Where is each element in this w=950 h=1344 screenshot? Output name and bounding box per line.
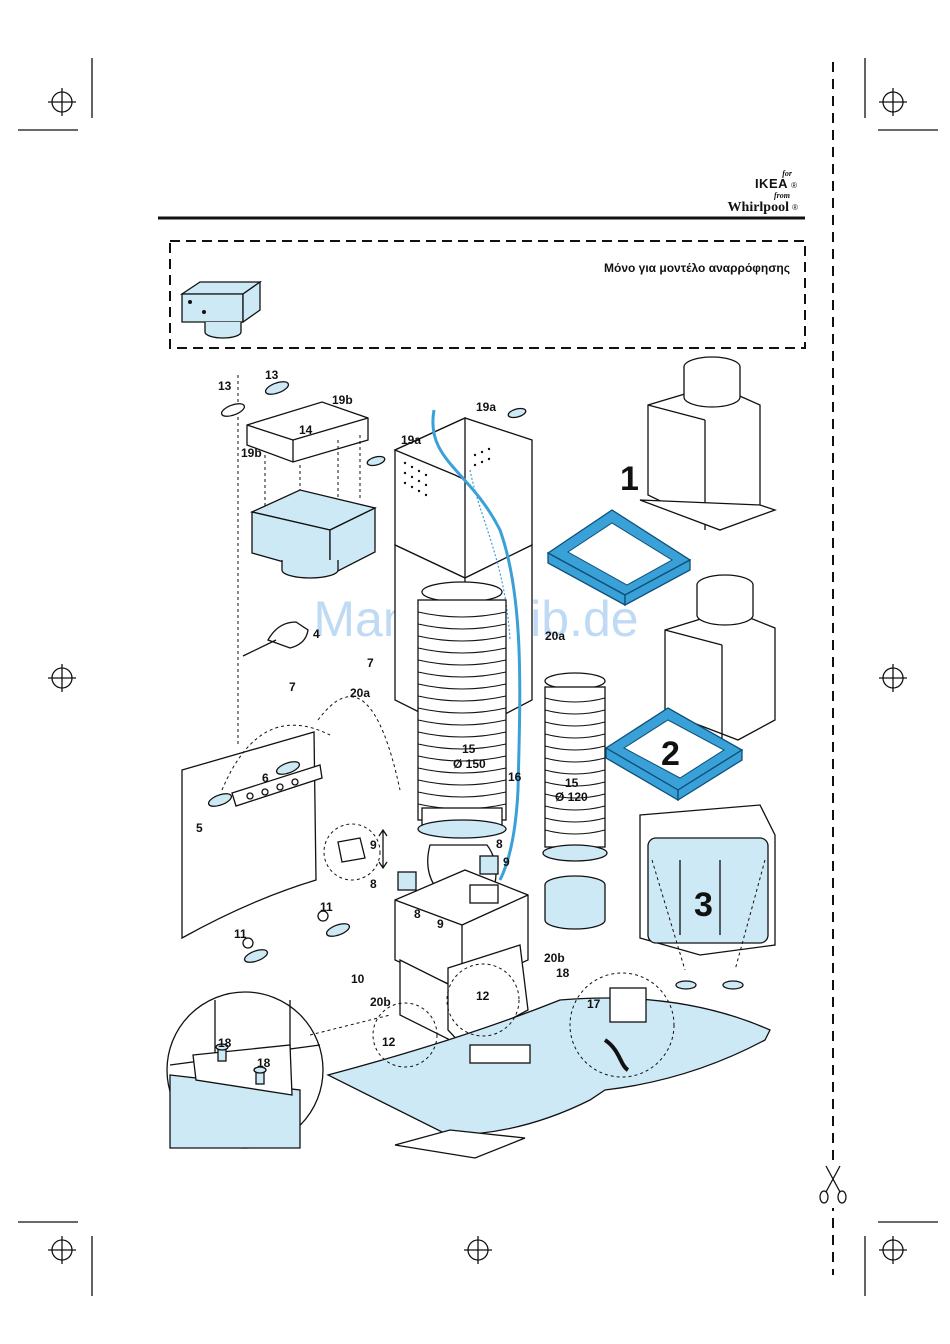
part-label-20a: 20a (545, 629, 565, 643)
crosshair-icon (879, 1236, 907, 1264)
part-label-16: 16 (508, 770, 522, 784)
notice-text: Μόνο για μοντέλο αναρρόφησης (604, 261, 790, 275)
part-label-1: 1 (620, 460, 639, 498)
part-label-4: 4 (313, 627, 320, 641)
brand-logo: for IKEA ® from Whirlpool ® (728, 169, 799, 215)
detail-bracket-9 (324, 824, 387, 880)
part-label-19a: 19a (401, 433, 421, 447)
brand-from: from (774, 191, 790, 200)
brand-ikea: IKEA (755, 176, 788, 191)
part-label-12: 12 (476, 989, 490, 1003)
adapter-box-icon (182, 282, 260, 338)
part-label-17: 17 (587, 997, 601, 1011)
flexible-duct-150 (418, 582, 506, 838)
svg-text:®: ® (791, 181, 797, 190)
part-label-8: 8 (370, 877, 377, 891)
hand-drill-icon (243, 622, 308, 656)
part-label-12: 12 (382, 1035, 396, 1049)
wall-plug-icon (220, 401, 246, 419)
duct-adapter (545, 876, 605, 929)
brand-whirlpool: Whirlpool (728, 200, 790, 215)
screw-icon (366, 455, 385, 467)
hood-motor-body (395, 845, 528, 1045)
part-label-18: 18 (257, 1056, 271, 1070)
crosshair-icon (879, 88, 907, 116)
part-label-15-diameter: Ø 150 (453, 757, 486, 771)
part-label-2: 2 (661, 735, 680, 773)
part-label-15-diameter: Ø 120 (555, 790, 588, 804)
wall-panel (182, 697, 400, 965)
part-label-15: 15 (565, 776, 579, 790)
part-label-20a: 20a (350, 686, 370, 700)
part-label-19b: 19b (332, 393, 353, 407)
part-label-7: 7 (367, 656, 374, 670)
part-label-5: 5 (196, 821, 203, 835)
part-label-7: 7 (289, 680, 296, 694)
screw-icon (507, 407, 526, 419)
scissors-icon (820, 1160, 846, 1208)
crosshair-icon (879, 664, 907, 692)
part-label-18: 18 (556, 966, 570, 980)
part-label-8: 8 (496, 837, 503, 851)
screw-icon (676, 981, 696, 989)
part-label-11: 11 (234, 927, 247, 941)
motor-unit-1 (640, 357, 775, 530)
part-label-11: 11 (320, 900, 333, 914)
svg-text:®: ® (792, 203, 798, 212)
part-label-3: 3 (694, 886, 713, 924)
part-label-8: 8 (414, 907, 421, 921)
extraction-model-notice: Μόνο για μοντέλο αναρρόφησης (170, 241, 805, 348)
crosshair-icon (48, 1236, 76, 1264)
crosshair-icon (48, 88, 76, 116)
part-label-13: 13 (265, 368, 279, 382)
part-label-9: 9 (370, 838, 377, 852)
part-label-9: 9 (503, 855, 510, 869)
crosshair-icon (48, 664, 76, 692)
flexible-duct-120 (543, 673, 607, 861)
screw-icon (723, 981, 743, 989)
part-label-15: 15 (462, 742, 476, 756)
part-label-19b: 19b (241, 446, 262, 460)
part-label-14: 14 (299, 423, 313, 437)
part-label-18: 18 (218, 1036, 232, 1050)
part-label-13: 13 (218, 379, 232, 393)
filter-box (252, 490, 375, 578)
glass-canopy (328, 998, 770, 1158)
part-label-20b: 20b (544, 951, 565, 965)
part-label-9: 9 (437, 917, 444, 931)
part-label-10: 10 (351, 972, 365, 986)
part-label-20b: 20b (370, 995, 391, 1009)
part-label-19a: 19a (476, 400, 496, 414)
crosshair-icon (464, 1236, 492, 1264)
part-label-6: 6 (262, 771, 269, 785)
